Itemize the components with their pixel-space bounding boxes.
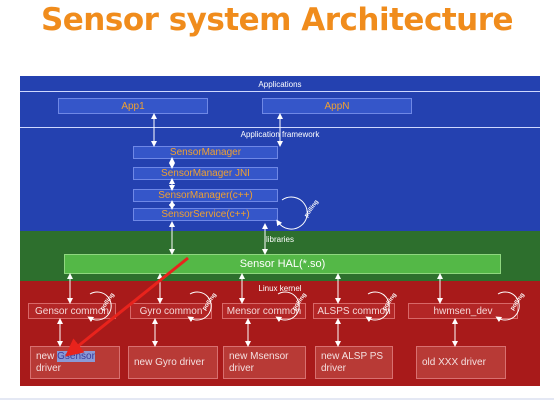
- old-driver-label: old XXX driver: [422, 356, 486, 368]
- architecture-diagram: Applications App1 AppN Application frame…: [20, 76, 540, 386]
- footer-divider: [0, 398, 554, 400]
- alsps-driver-box: new ALSP PS driver: [315, 346, 393, 379]
- sensor-manager-cpp-box: SensorManager(c++): [133, 189, 278, 202]
- band-divider: [20, 91, 540, 92]
- connector-arrows: [57, 113, 520, 357]
- kernel-label: Linux kernel: [250, 284, 310, 293]
- applications-label: Applications: [258, 80, 302, 89]
- gyro-common-box: Gyro common: [130, 303, 212, 319]
- mensor-common-box: Mensor common: [222, 303, 306, 319]
- polling-loop-hwmsen: [495, 291, 520, 323]
- polling-loop-gyro: [187, 291, 212, 323]
- page-title: Sensor system Architecture: [40, 2, 514, 38]
- polling-loop-framework: [276, 196, 308, 230]
- msensor-driver-label: new Msensor driver: [229, 350, 289, 374]
- highlight-red-arrow: [64, 256, 189, 357]
- sensor-manager-box: SensorManager: [133, 146, 278, 159]
- alsps-common-box: ALSPS common: [313, 303, 395, 319]
- app1-box: App1: [58, 98, 208, 114]
- old-driver-box: old XXX driver: [416, 346, 506, 379]
- sensor-service-cpp-box: SensorService(c++): [133, 208, 278, 221]
- gyro-driver-box: new Gyro driver: [128, 346, 218, 379]
- polling-loop-gensor: [87, 291, 112, 323]
- hwmsen-dev-box: hwmsen_dev: [408, 303, 518, 319]
- sensor-manager-jni-box: SensorManager JNI: [133, 167, 278, 180]
- kernel-band: Linux kernel Gensor common Gyro common M…: [20, 281, 540, 386]
- gyro-driver-label: new Gyro driver: [134, 356, 205, 368]
- appn-box: AppN: [262, 98, 412, 114]
- polling-loop-mensor: [275, 291, 300, 323]
- msensor-driver-box: new Msensor driver: [223, 346, 306, 379]
- libraries-label: libraries: [265, 235, 295, 244]
- alsps-driver-label: new ALSP PS driver: [321, 350, 384, 374]
- polling-loop-alsps: [365, 291, 390, 323]
